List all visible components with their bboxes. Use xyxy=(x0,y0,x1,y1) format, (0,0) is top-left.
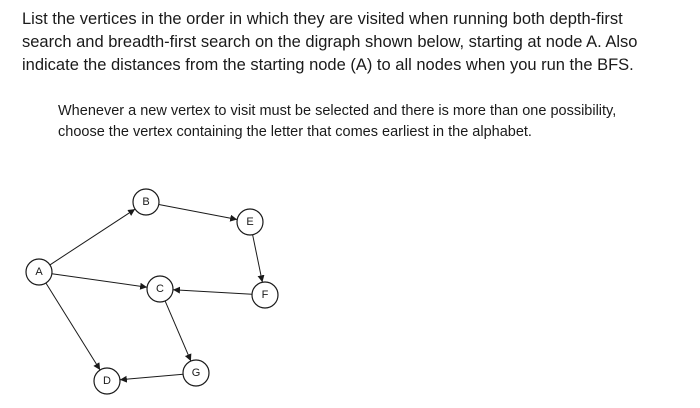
node-d-circle xyxy=(93,367,121,395)
edge-c-g xyxy=(164,300,192,362)
node-f-label: F xyxy=(262,289,269,301)
edge-a-c xyxy=(51,273,148,290)
edge-g-d xyxy=(119,373,184,383)
tie-break-note: Whenever a new vertex to visit must be s… xyxy=(58,101,698,143)
node-c: C xyxy=(146,275,174,303)
node-g-circle xyxy=(182,359,210,387)
question-text: List the vertices in the order in which … xyxy=(22,8,698,77)
node-f-circle xyxy=(251,281,279,309)
question-line-2: search and breadth-first search on the d… xyxy=(22,33,638,51)
edge-f-c xyxy=(172,286,253,295)
node-f: F xyxy=(251,281,279,309)
node-c-circle xyxy=(146,275,174,303)
nodes-layer: A B C D E F G xyxy=(25,188,279,395)
node-b: B xyxy=(132,188,160,216)
node-e: E xyxy=(236,208,264,236)
note-line-2: choose the vertex containing the letter … xyxy=(58,124,532,140)
node-a-circle xyxy=(25,258,53,286)
node-a-label: A xyxy=(35,266,43,278)
question-line-1: List the vertices in the order in which … xyxy=(22,10,623,28)
node-b-circle xyxy=(132,188,160,216)
node-b-label: B xyxy=(142,196,149,208)
edges-layer xyxy=(45,204,265,383)
node-g-label: G xyxy=(192,367,201,379)
edge-a-d xyxy=(45,282,101,371)
node-d: D xyxy=(93,367,121,395)
node-e-label: E xyxy=(246,216,253,228)
edge-b-e xyxy=(158,204,238,222)
edge-a-b xyxy=(49,208,136,266)
node-a: A xyxy=(25,258,53,286)
node-d-label: D xyxy=(103,375,111,387)
edge-e-f xyxy=(252,234,265,283)
node-g: G xyxy=(182,359,210,387)
node-c-label: C xyxy=(156,283,164,295)
node-e-circle xyxy=(236,208,264,236)
note-line-1: Whenever a new vertex to visit must be s… xyxy=(58,103,617,119)
question-line-3: indicate the distances from the starting… xyxy=(22,56,634,74)
